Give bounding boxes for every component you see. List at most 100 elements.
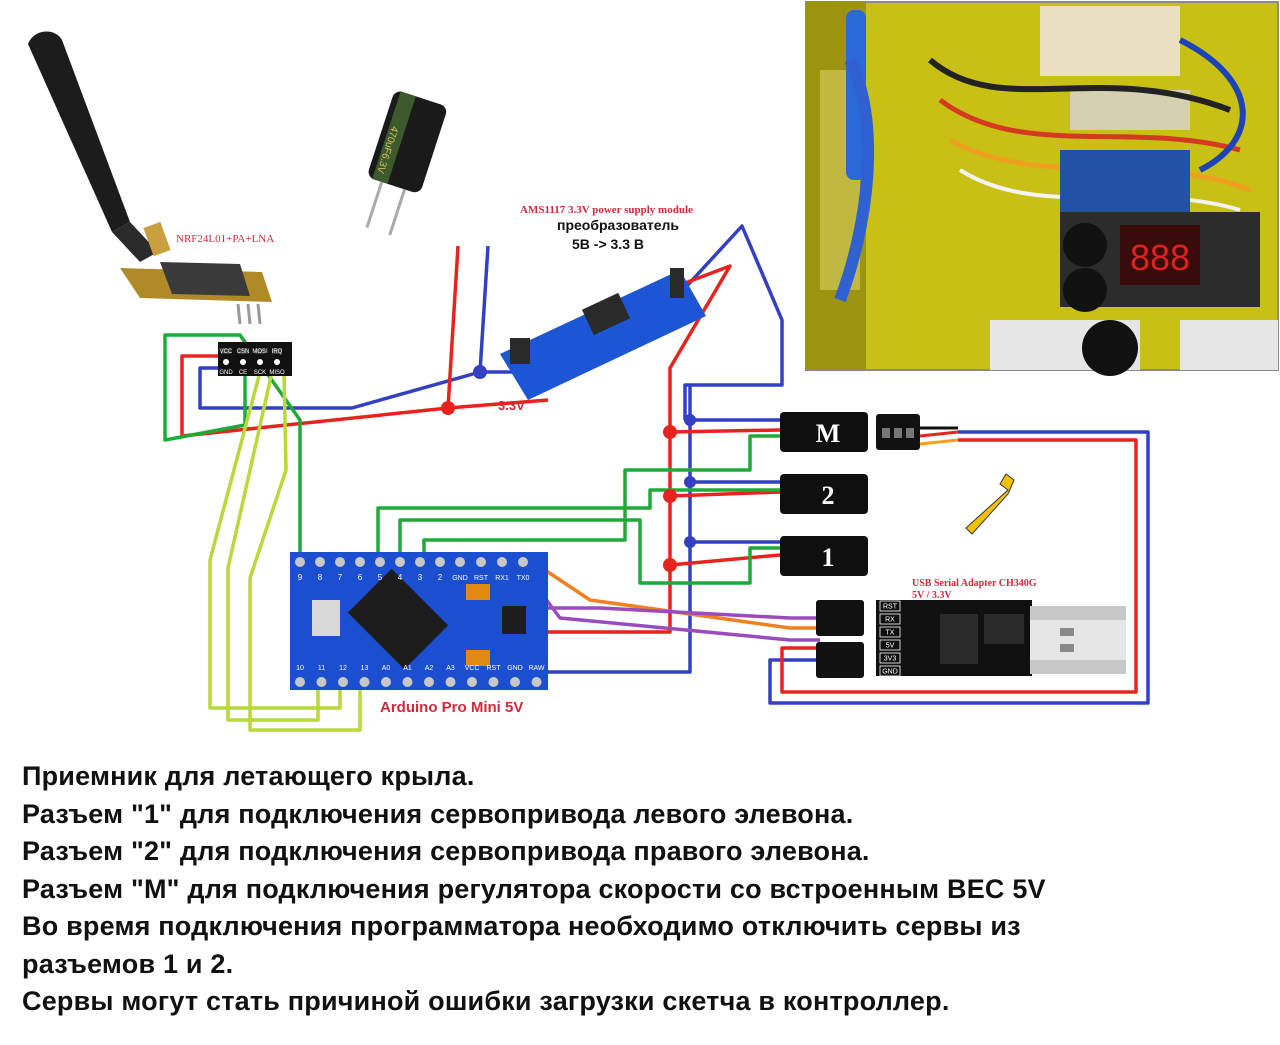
arduino-pin-label: VCC: [465, 665, 480, 672]
usb-adapter: [816, 600, 1126, 678]
arduino-pin-hole: [531, 677, 542, 687]
arduino-pin-hole: [510, 677, 520, 687]
nrf-module: [28, 31, 272, 325]
arduino-pin-label: RAW: [528, 665, 544, 672]
arduino-pin-label: 12: [339, 665, 347, 672]
arduino-pin-hole: [455, 557, 465, 567]
arduino-pin-label: GND: [507, 665, 523, 672]
nrf-pin-label: SCK: [254, 370, 266, 376]
arduino-pin-label: 8: [318, 573, 323, 582]
wiring-diagram: 888: [28, 1, 1279, 732]
capacitor: [365, 91, 447, 236]
ams-label: AMS1117 3.3V power supply module: [520, 204, 693, 216]
nrf-pin: [240, 359, 246, 365]
arduino-pin-hole: [316, 677, 327, 687]
nrf-label: NRF24L01+PA+LNA: [176, 233, 274, 245]
nrf-pin-label: MOSI: [252, 349, 268, 355]
arduino-pin-label: 9: [298, 573, 303, 582]
arduino-pin-label: 10: [296, 665, 304, 672]
nrf-pin-label: IRQ: [272, 349, 283, 355]
usb-pin-box: [879, 639, 901, 651]
caption-line-4: Разъем "M" для подключения регулятора ск…: [22, 873, 1046, 904]
arduino-pin-label: 7: [338, 573, 343, 582]
caption-line-1: Приемник для летающего крыла.: [22, 761, 475, 791]
arduino-pin-hole: [435, 557, 445, 567]
usb-pin-box: [879, 626, 901, 638]
caption-line-5: Во время подключения программатора необх…: [22, 911, 1021, 941]
arduino-pin-hole: [335, 557, 345, 567]
caption-line-3: Разъем "2" для подключения сервопривода …: [22, 836, 870, 866]
arduino-pin-hole: [518, 557, 528, 567]
arduino-label: Arduino Pro Mini 5V: [380, 699, 523, 716]
arduino-pin-label: A3: [446, 665, 455, 672]
svg-text:888: 888: [1130, 237, 1190, 278]
nrf-pin: [274, 359, 280, 365]
usb-pin-label: TX: [886, 630, 895, 637]
nrf-pin-box: [255, 348, 265, 354]
v33-label: 3.3V: [498, 398, 525, 413]
arduino-pin-label: 13: [361, 665, 369, 672]
converter-label: преобразователь: [557, 217, 679, 233]
arduino-pin-hole: [402, 677, 413, 687]
nrf-pin-label: CSN: [237, 349, 250, 355]
arduino-pin-hole: [476, 557, 486, 567]
arduino-pin-hole: [424, 677, 434, 687]
nrf-pin-label: MISO: [269, 370, 285, 376]
svg-text:1: 1: [822, 543, 835, 572]
caption-line-2: Разъем "1" для подключения сервопривода …: [22, 798, 854, 829]
usb-voltage-label: 5V / 3.3V: [912, 590, 952, 601]
arduino-pin-hole: [381, 677, 391, 687]
usb-pin-label: RST: [883, 604, 898, 611]
nrf-pin-label: GND: [219, 370, 233, 376]
nrf-pin-box: [221, 348, 231, 354]
wires: [163, 224, 1150, 732]
svg-text:2: 2: [822, 481, 835, 510]
nrf-pin-label: VCC: [220, 349, 233, 355]
arduino-pin-hole: [488, 677, 499, 687]
installation-photo: 888: [805, 1, 1279, 376]
arduino-top-pins: 9 8 7 6 5 4 3 2 GND RST RX1 TX0: [295, 557, 530, 582]
usb-pin-label: RX: [885, 617, 895, 624]
nrf-pin-box: [238, 348, 248, 354]
usb-pin-box: [879, 652, 901, 664]
arduino-board: [290, 552, 548, 690]
usb-pin-label: 3V3: [884, 656, 897, 663]
arduino-pin-label: 2: [438, 573, 443, 582]
arduino-pin-label: RST: [474, 575, 489, 582]
caption: Приемник для летающего крыла. Разъем "1"…: [22, 758, 1262, 1021]
svg-text:M: M: [816, 419, 841, 448]
arduino-pin-label: GND: [452, 575, 468, 582]
connector-m: M: [780, 412, 959, 452]
usb-pin-box: [879, 665, 901, 677]
arduino-pin-label: A1: [403, 665, 412, 672]
nrf-pin-box: [272, 348, 282, 354]
arduino-pin-label: 4: [398, 573, 403, 582]
arduino-pin-label: 6: [358, 573, 363, 582]
usb-pin-box: [879, 613, 901, 625]
connector-2: 2: [780, 474, 868, 514]
arduino-pin-label: RX1: [495, 575, 509, 582]
arduino-pin-hole: [295, 677, 305, 687]
caption-line-7: Сервы могут стать причиной ошибки загруз…: [22, 986, 950, 1016]
arduino-pin-label: 5: [378, 573, 383, 582]
arduino-pin-label: 3: [418, 573, 423, 582]
caption-line-6: разъемов 1 и 2.: [22, 948, 234, 979]
usb-label: USB Serial Adapter CH340G: [912, 578, 1037, 589]
nrf-pin: [223, 359, 229, 365]
voltage-conversion-label: 5В -> 3.3 В: [572, 236, 644, 252]
arduino-pin-hole: [375, 557, 385, 567]
ams1117-module: [500, 268, 706, 400]
arduino-pin-hole: [338, 677, 348, 687]
flying-wing-icon: [965, 473, 1015, 535]
nrf-pin: [257, 359, 263, 365]
arduino-pin-label: TX0: [517, 575, 530, 582]
usb-pin-box: [879, 600, 901, 612]
arduino-pin-label: RST: [487, 665, 502, 672]
arduino-pin-label: A2: [425, 665, 434, 672]
arduino-pin-hole: [445, 677, 456, 687]
arduino-pin-hole: [315, 557, 325, 567]
